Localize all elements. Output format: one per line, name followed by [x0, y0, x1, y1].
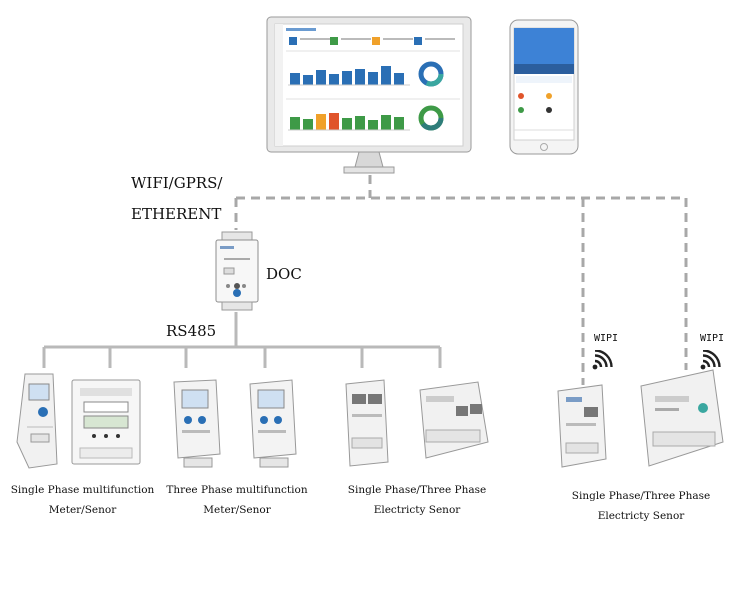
caption-electricity-sensor-wifi: Single Phase/Three Phase Electricty Seno… [560, 486, 722, 526]
caption-line: Single Phase/Three Phase [347, 484, 487, 496]
caption-line: Meter/Senor [48, 504, 117, 516]
electricity-sensor-wifi-b [640, 369, 724, 467]
three-phase-meter-a [173, 379, 221, 468]
mobile-phone [509, 19, 579, 155]
caption-electricity-sensor-wired: Single Phase/Three Phase Electricty Seno… [337, 480, 497, 520]
rs485-label: RS485 [166, 322, 217, 340]
caption-single-phase-meter: Single Phase multifunction Meter/Senor [0, 480, 165, 520]
electricity-sensor-wired-a [345, 379, 389, 467]
caption-line: Single Phase/Three Phase [571, 490, 711, 502]
wifi-signal-icon [700, 350, 721, 370]
desktop-monitor [266, 16, 472, 174]
network-label-line2: ETHERENT [131, 205, 222, 223]
caption-line: Electricty Senor [373, 504, 461, 516]
caption-line: Three Phase multifunction [166, 484, 308, 496]
three-phase-meter-b [249, 379, 297, 468]
single-phase-din-meter [16, 373, 58, 469]
wifi-label-left: WIPI [594, 333, 619, 344]
caption-line: Single Phase multifunction [10, 484, 155, 496]
caption-line: Electricty Senor [597, 510, 685, 522]
electricity-sensor-wired-b [419, 381, 489, 459]
single-phase-panel-meter [71, 379, 141, 465]
doc-label: DOC [266, 265, 302, 283]
network-label-line1: WIFI/GPRS/ [131, 174, 223, 192]
wifi-signal-icon [592, 350, 613, 370]
doc-gateway-device [215, 231, 259, 311]
caption-three-phase-meter: Three Phase multifunction Meter/Senor [157, 480, 317, 520]
electricity-sensor-wifi-a [557, 384, 607, 468]
caption-line: Meter/Senor [203, 504, 271, 516]
wifi-label-right: WIPI [700, 333, 725, 344]
